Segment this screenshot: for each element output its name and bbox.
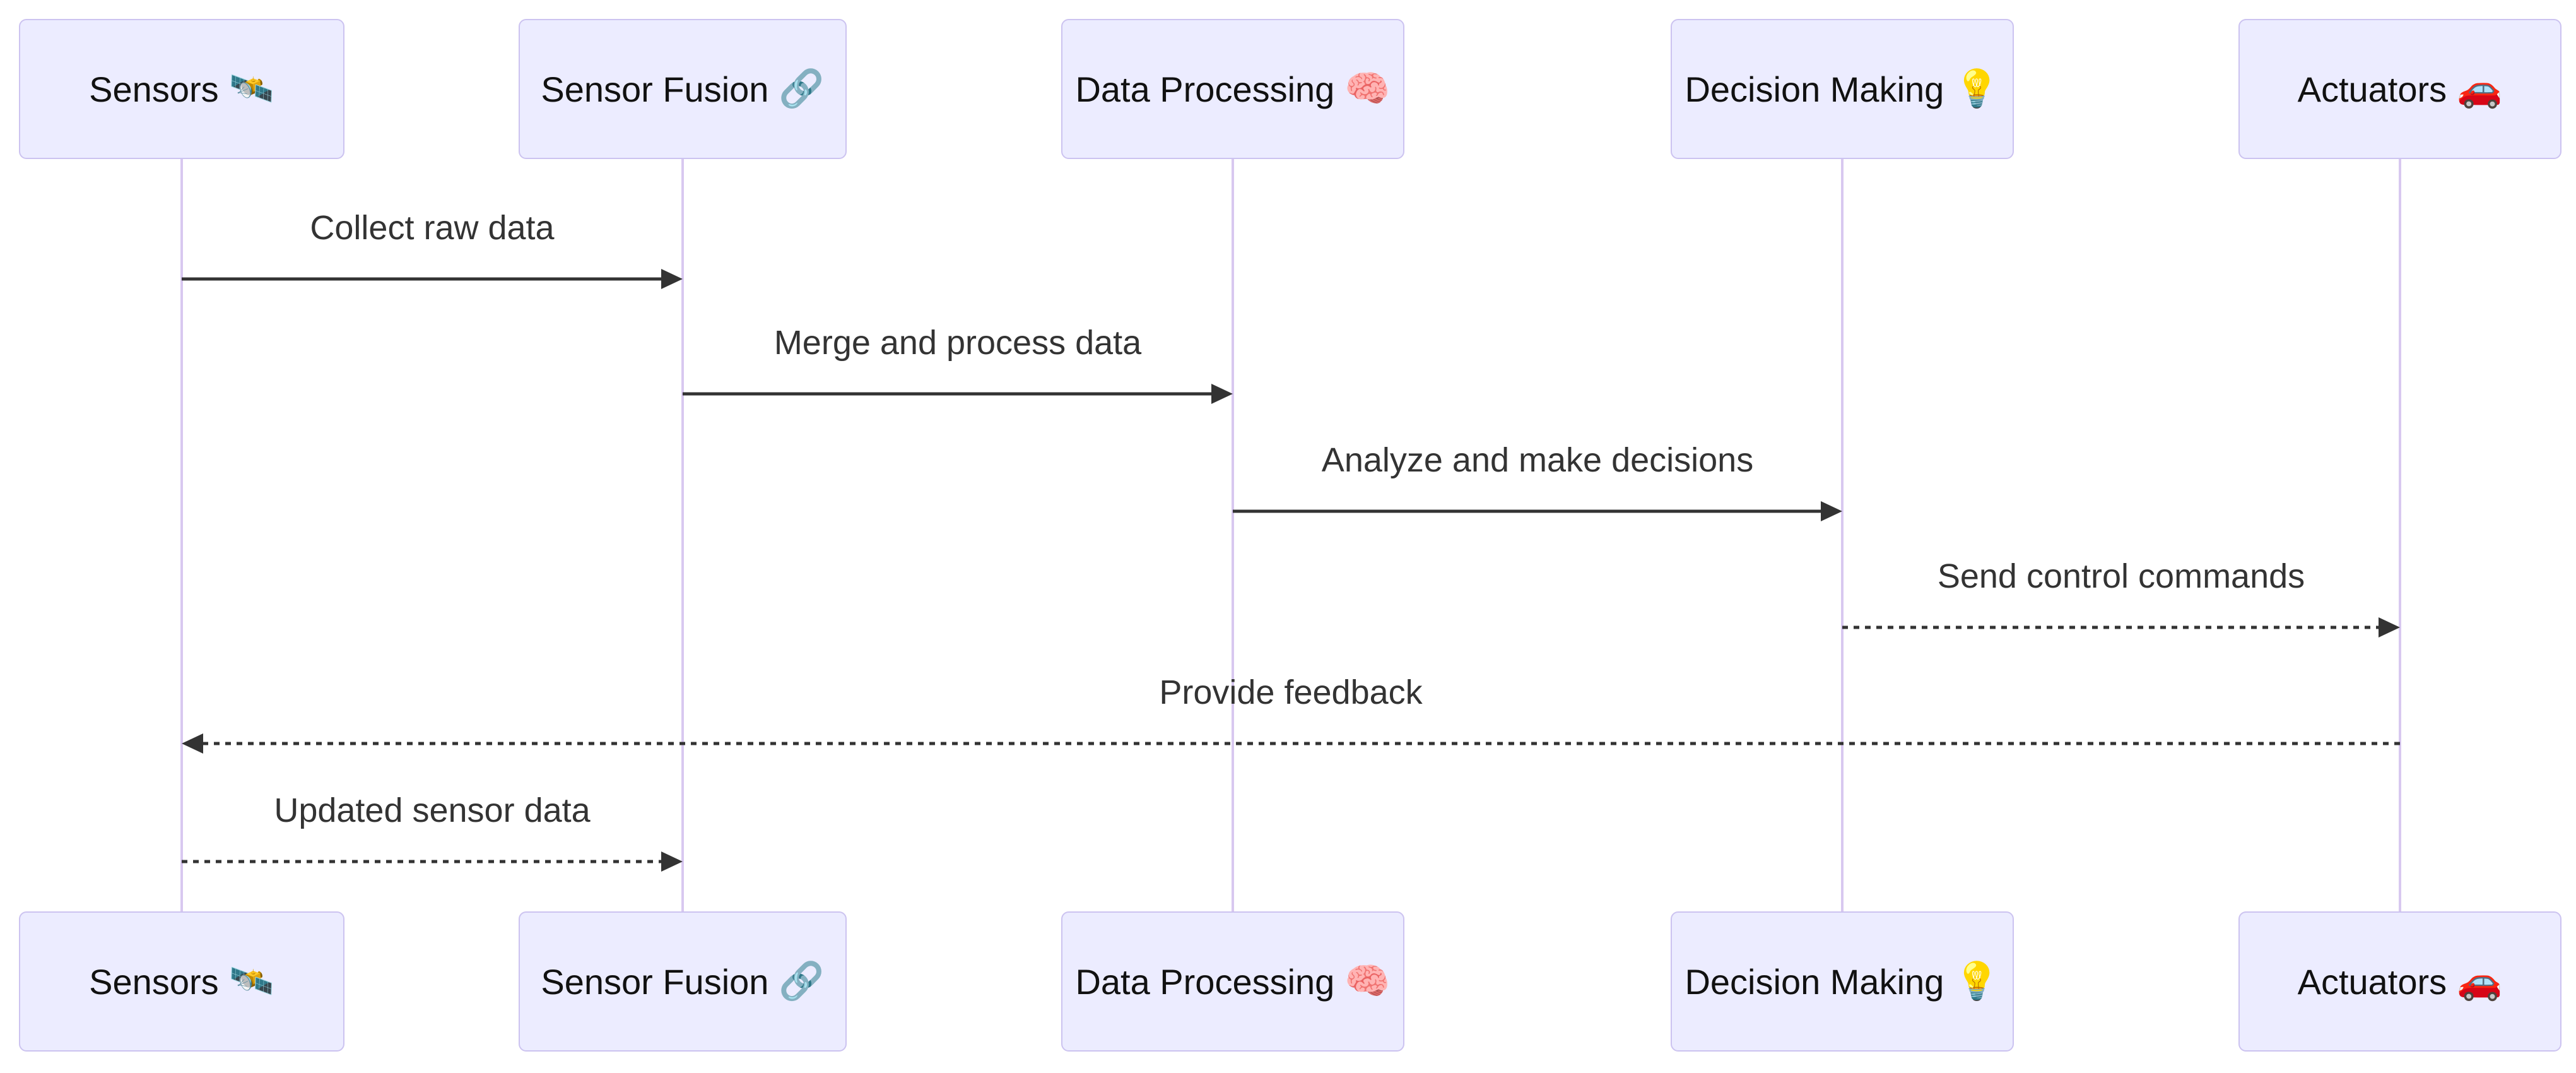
link-icon: 🔗 <box>779 961 825 1002</box>
actor-actuators-top: Actuators 🚗 <box>2238 19 2561 159</box>
actor-label: Data Processing <box>1075 961 1335 1002</box>
message-arrow-send-control-commands <box>1842 617 2400 637</box>
actor-label: Sensor Fusion <box>541 69 769 109</box>
actor-label: Sensor Fusion <box>541 961 769 1002</box>
actor-label: Sensors <box>89 69 219 109</box>
actor-data-processing-bottom: Data Processing 🧠 <box>1061 911 1404 1052</box>
actor-sensors-bottom: Sensors 🛰️ <box>19 911 344 1052</box>
message-arrow-updated-sensor-data <box>182 851 683 872</box>
message-label-provide-feedback: Provide feedback <box>1159 673 1423 711</box>
actor-decision-making-top: Decision Making 💡 <box>1671 19 2014 159</box>
message-arrow-analyze-and-make-decisions <box>1233 501 1842 521</box>
message-label-collect-raw-data: Collect raw data <box>310 209 555 247</box>
actor-label: Actuators <box>2297 69 2447 109</box>
message-arrow-collect-raw-data <box>182 269 683 289</box>
car-icon: 🚗 <box>2457 68 2503 109</box>
message-label-updated-sensor-data: Updated sensor data <box>274 791 591 829</box>
actor-actuators-bottom: Actuators 🚗 <box>2238 911 2561 1052</box>
actor-label: Sensors <box>89 961 219 1002</box>
message-label-analyze-and-make-decisions: Analyze and make decisions <box>1321 441 1754 479</box>
satellite-icon: 🛰️ <box>228 68 274 109</box>
lightbulb-icon: 💡 <box>1954 961 2000 1002</box>
brain-icon: 🧠 <box>1344 961 1391 1002</box>
link-icon: 🔗 <box>779 68 825 109</box>
actor-decision-making-bottom: Decision Making 💡 <box>1671 911 2014 1052</box>
satellite-icon: 🛰️ <box>228 961 274 1002</box>
lightbulb-icon: 💡 <box>1954 68 2000 109</box>
brain-icon: 🧠 <box>1344 68 1391 109</box>
actor-label: Actuators <box>2297 961 2447 1002</box>
actor-label: Decision Making <box>1685 961 1944 1002</box>
actor-label: Data Processing <box>1075 69 1335 109</box>
message-arrow-provide-feedback <box>182 733 2400 754</box>
actor-sensor-fusion-top: Sensor Fusion 🔗 <box>519 19 847 159</box>
actor-data-processing-top: Data Processing 🧠 <box>1061 19 1404 159</box>
message-label-send-control-commands: Send control commands <box>1937 557 2305 595</box>
message-label-merge-and-process-data: Merge and process data <box>773 324 1142 362</box>
message-arrow-merge-and-process-data <box>683 384 1233 404</box>
car-icon: 🚗 <box>2457 961 2503 1002</box>
actor-sensors-top: Sensors 🛰️ <box>19 19 344 159</box>
actor-sensor-fusion-bottom: Sensor Fusion 🔗 <box>519 911 847 1052</box>
actor-label: Decision Making <box>1685 69 1944 109</box>
